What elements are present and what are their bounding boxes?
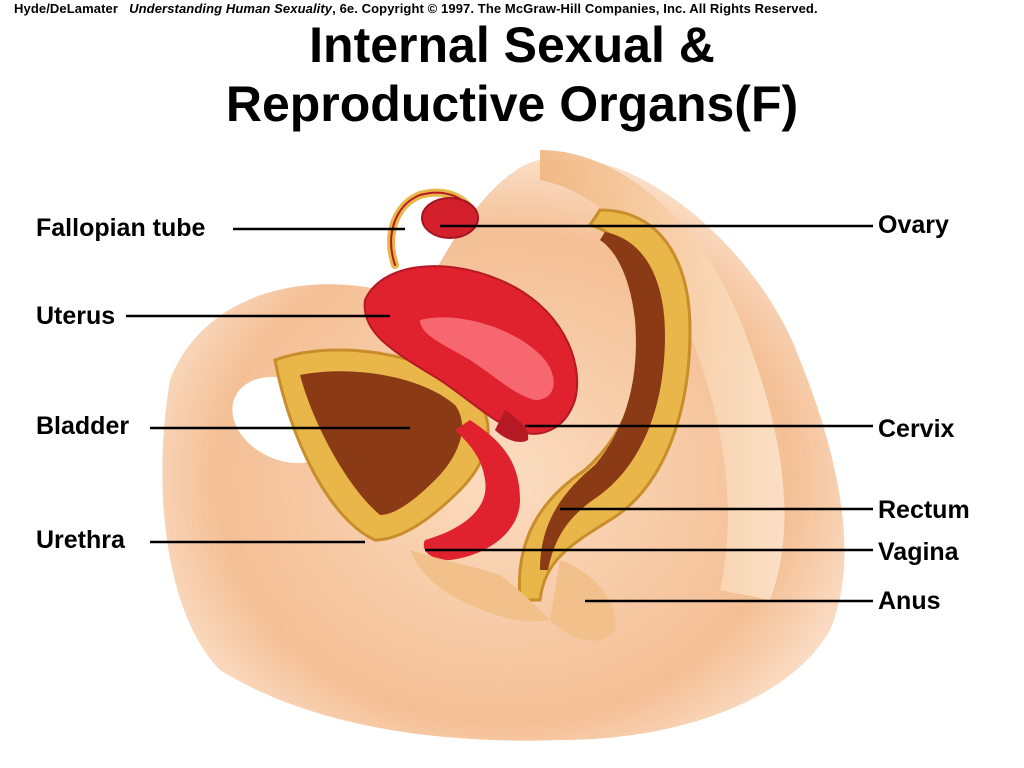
label-urethra: Urethra [36, 526, 125, 554]
label-ovary: Ovary [878, 211, 949, 239]
label-uterus: Uterus [36, 302, 116, 330]
bladder-lumen [300, 371, 463, 515]
copyright-text: , 6e. Copyright © 1997. The McGraw-Hill … [332, 1, 818, 16]
rectum-lumen [540, 232, 665, 570]
label-vagina: Vagina [878, 538, 959, 566]
copyright-notice: Hyde/DeLamater Understanding Human Sexua… [14, 1, 818, 16]
leader-lines [126, 224, 873, 603]
label-cervix: Cervix [878, 415, 955, 443]
vaginal-wall [410, 550, 550, 622]
label-anus: Anus [878, 587, 941, 615]
copyright-author: Hyde/DeLamater [14, 1, 118, 16]
label-rectum: Rectum [878, 496, 970, 524]
label-fallopian-tube: Fallopian tube [36, 214, 206, 242]
label-bladder: Bladder [36, 412, 130, 440]
anal-tissue [550, 560, 616, 641]
ovary [421, 197, 479, 239]
vagina [423, 420, 520, 560]
cervix [495, 410, 529, 442]
page-title-line-2: Reproductive Organs(F) [225, 76, 799, 132]
uterine-cavity [420, 317, 554, 400]
copyright-book-title: Understanding Human Sexuality [129, 1, 333, 16]
page-title-line-1: Internal Sexual & [309, 17, 715, 73]
